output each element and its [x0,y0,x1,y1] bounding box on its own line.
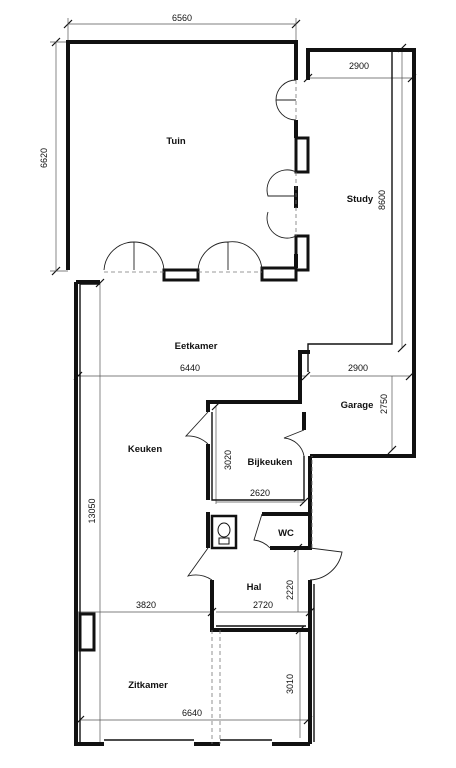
room-label-keuken: Keuken [128,444,163,455]
doors [103,79,343,581]
dim-bijkeuken-depth: 3020 [223,450,233,470]
dim-tuin-depth: 6620 [39,148,49,168]
room-label-wc: WC [278,528,294,539]
dim-study-depth: 8600 [377,190,387,210]
study-shutter-1 [294,136,310,174]
dim-study-width: 2900 [349,61,369,71]
room-label-eetkamer: Eetkamer [175,341,218,352]
room-label-study: Study [347,194,374,205]
room-label-bijkeuken: Bijkeuken [248,457,293,468]
dim-garage-depth: 2750 [379,394,389,414]
dim-zitkamer-depth: 3010 [285,674,295,694]
room-label-tuin: Tuin [166,136,186,147]
garden-post-1 [162,268,200,282]
dim-bijkeuken-width: 2620 [250,488,270,498]
dimension-lines [50,18,417,744]
room-label-garage: Garage [341,400,374,411]
dim-garage-width: 2900 [348,363,368,373]
dim-hal-depth: 2220 [285,580,295,600]
garden-post-2 [260,266,298,282]
dim-hal-width: 2720 [253,600,273,610]
wc-box [210,514,238,550]
room-label-zitkamer: Zitkamer [128,680,168,691]
chimney [78,612,96,652]
dim-total-depth: 13050 [87,498,97,523]
study-shutter-2 [294,234,310,272]
walls [66,40,416,746]
dim-zitkamer-width: 6640 [182,708,202,718]
room-label-hal: Hal [247,582,262,593]
dim-tuin-width: 6560 [172,13,192,23]
dim-eetkamer-width: 6440 [180,363,200,373]
dim-keuken-width: 3820 [136,600,156,610]
